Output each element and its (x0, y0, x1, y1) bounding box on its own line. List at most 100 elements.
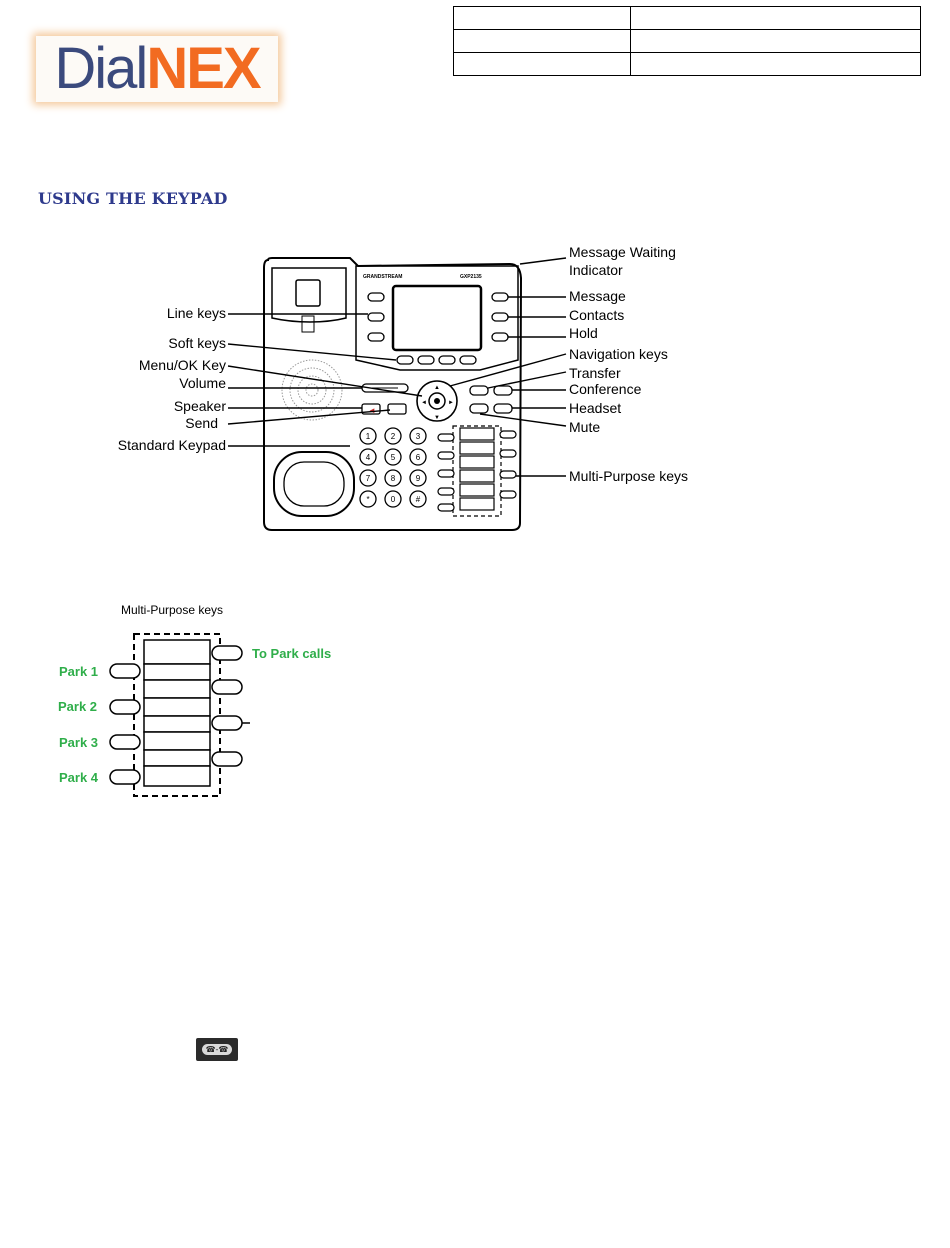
send-button (387, 403, 407, 415)
keypad-key (359, 490, 377, 508)
right-key (211, 679, 243, 695)
label-message: Message (569, 288, 626, 304)
label-send: Send (185, 415, 218, 431)
park-1-key (109, 663, 141, 679)
header-table (453, 6, 921, 76)
keypad-key (409, 490, 427, 508)
keypad-key-label: 4 (366, 453, 371, 462)
headset-key (493, 403, 513, 414)
keypad-key (384, 427, 402, 445)
label-hold: Hold (569, 325, 598, 341)
keypad-key (409, 448, 427, 466)
to-park-key (211, 645, 243, 661)
label-park-2: Park 2 (58, 699, 97, 714)
park-slot (143, 639, 211, 665)
mpk-right-key (499, 490, 517, 499)
table-cell (453, 6, 631, 30)
table-row (453, 52, 921, 76)
mute-key (469, 403, 489, 414)
keypad-key-label: 0 (391, 495, 396, 504)
message-key (491, 292, 509, 302)
transfer-key-icon: ☎-☎ (196, 1038, 238, 1061)
mpk-left-key (437, 469, 455, 478)
phone-body (263, 257, 523, 531)
table-row (453, 6, 921, 30)
logo-text-dial: Dial (54, 36, 148, 101)
keypad-key (359, 469, 377, 487)
label-mute: Mute (569, 419, 600, 435)
keypad-key-label: 2 (391, 432, 396, 441)
label-to-park: To Park calls (252, 646, 331, 661)
table-row (453, 29, 921, 53)
table-cell (630, 52, 921, 76)
keypad-key-label: 6 (416, 453, 421, 462)
right-key (211, 751, 243, 767)
lcd-screen (391, 284, 483, 352)
handset-cradle (271, 267, 347, 323)
label-menu-ok: Menu/OK Key (139, 357, 226, 373)
svg-text:◄: ◄ (368, 406, 376, 415)
table-cell (453, 52, 631, 76)
park-diagram: To Park calls Park 1 Park 2 Park 3 Park … (58, 633, 331, 797)
hold-key (491, 332, 509, 342)
table-cell (630, 6, 921, 30)
label-park-1: Park 1 (59, 664, 98, 679)
svg-text:▼: ▼ (434, 415, 440, 421)
keypad-key (384, 490, 402, 508)
label-contacts: Contacts (569, 307, 624, 323)
table-cell (453, 29, 631, 53)
keypad-key-label: 1 (366, 432, 371, 441)
keypad-key-label: 5 (391, 453, 396, 462)
svg-text:►: ► (448, 400, 454, 406)
soft-key (438, 355, 456, 365)
mpk-left-key (437, 433, 455, 442)
keypad-key (384, 469, 402, 487)
line-key (367, 312, 385, 322)
label-line-keys: Line keys (167, 305, 226, 321)
label-standard-keypad: Standard Keypad (118, 437, 226, 453)
mpk-right-key (499, 430, 517, 439)
label-transfer: Transfer (569, 365, 621, 381)
park-2-key (109, 699, 141, 715)
label-volume: Volume (179, 375, 226, 391)
transfer-key (469, 385, 489, 396)
line-key (367, 332, 385, 342)
label-mwi-1: Message Waiting (569, 244, 676, 260)
label-headset: Headset (569, 400, 621, 416)
label-navigation: Navigation keys (569, 346, 668, 362)
label-mwi-2: Indicator (569, 262, 623, 278)
keypad-key (409, 427, 427, 445)
park-4-key (109, 769, 141, 785)
label-park-3: Park 3 (59, 735, 98, 750)
right-key (211, 715, 243, 731)
park-panel (133, 633, 221, 797)
label-conference: Conference (569, 381, 642, 397)
keypad-key-label: 9 (416, 474, 421, 483)
keypad-key (359, 448, 377, 466)
keypad-key-label: 7 (366, 474, 371, 483)
label-speaker: Speaker (174, 398, 226, 414)
transfer-glyph: ☎-☎ (202, 1044, 232, 1055)
speaker-grille (281, 359, 343, 421)
mpk-right-key (499, 449, 517, 458)
svg-text:▲: ▲ (434, 385, 440, 391)
keypad-key (409, 469, 427, 487)
mpk-left-key (437, 503, 455, 512)
logo-text-nex: NEX (146, 36, 261, 101)
keypad-key-label: 3 (416, 432, 421, 441)
soft-key (417, 355, 435, 365)
display-frame (355, 265, 519, 371)
contacts-key (491, 312, 509, 322)
keypad-key-label: * (366, 495, 369, 504)
park-3-key (109, 734, 141, 750)
mpk-left-key (437, 451, 455, 460)
label-soft-keys: Soft keys (168, 335, 226, 351)
mpk-right-key (499, 470, 517, 479)
label-multi-purpose: Multi-Purpose keys (569, 468, 688, 484)
soft-key (459, 355, 477, 365)
label-park-4: Park 4 (59, 770, 99, 785)
svg-text:◄: ◄ (421, 400, 427, 406)
multi-purpose-caption: Multi-Purpose keys (121, 603, 224, 617)
soft-key (396, 355, 414, 365)
